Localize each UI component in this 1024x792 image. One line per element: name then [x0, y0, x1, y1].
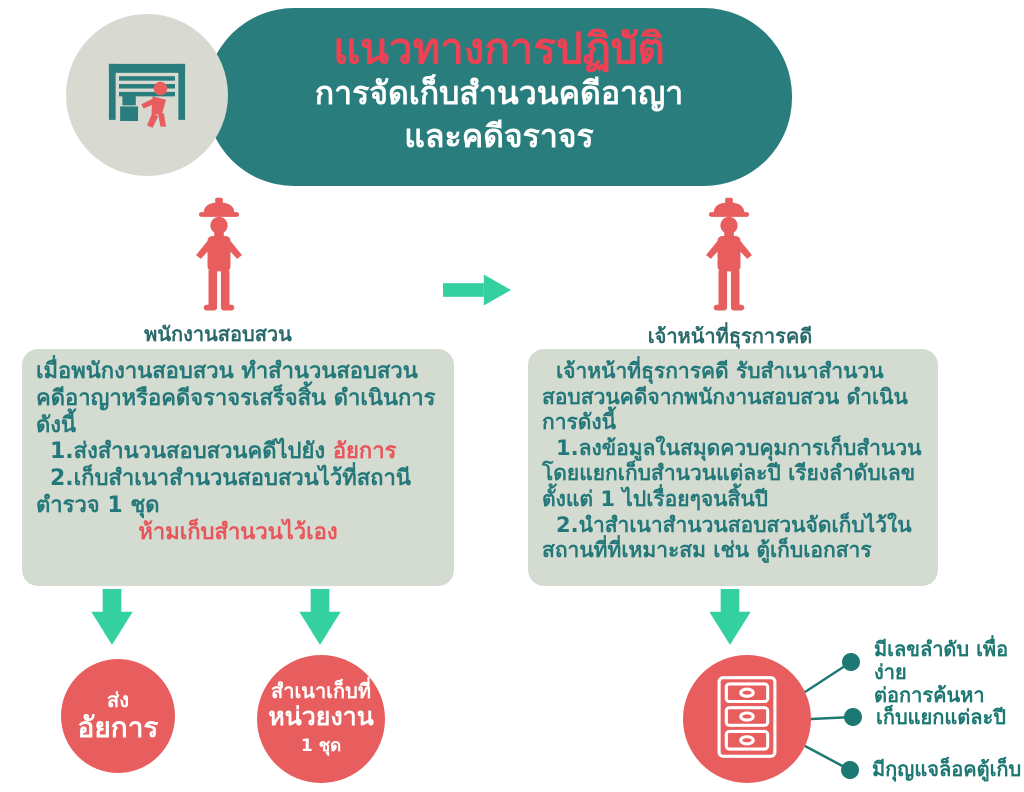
arrow-down-icon — [297, 589, 343, 651]
clerk-figure — [686, 196, 772, 322]
page-subtitle-line1: การจัดเก็บสำนวนคดีอาญา — [314, 74, 684, 113]
right-box-item2: 2.นำสำเนาสำนวนสอบสวนจัดเก็บไว้ในสถานที่ท… — [542, 512, 912, 563]
benefit-label-3: มีกุญแจล็อคตู้เก็บ — [872, 758, 1021, 781]
page-title: แนวทางการปฏิบัติ — [333, 24, 665, 73]
outcome-circle-cabinet — [683, 655, 811, 783]
police-officer-icon — [176, 197, 262, 322]
benefit-label-1: มีเลขลำดับ เพื่อง่าย ต่อการค้นหา — [874, 638, 1024, 707]
outcome-circle-copy: สำเนาเก็บที่ หน่วยงาน 1 ชุด — [257, 655, 385, 783]
clerk-instructions-box: เจ้าหน้าที่ธุรการคดี รับสำเนาสำนวนสอบสวน… — [528, 349, 938, 586]
outcome-circle-prosecutor: ส่ง อัยการ — [61, 659, 175, 773]
left-box-item1-highlight: อัยการ — [332, 439, 397, 465]
left-box-item1-text: 1.ส่งสำนวนสอบสวนคดีไปยัง — [50, 439, 333, 465]
benefit-2-line1: เก็บแยกแต่ละปี — [876, 705, 1006, 729]
circle1-line1: ส่ง — [107, 687, 129, 712]
header-banner: แนวทางการปฏิบัติ การจัดเก็บสำนวนคดีอาญา … — [206, 8, 792, 186]
arrow-down-icon — [89, 589, 135, 651]
right-box-item1: 1.ลงข้อมูลในสมุดควบคุมการเก็บสำนวน โดยแย… — [542, 435, 922, 512]
arrow-right-icon — [443, 270, 511, 314]
benefit-1-line1: มีเลขลำดับ เพื่อง่าย — [874, 637, 1009, 684]
left-box-item1: 1.ส่งสำนวนสอบสวนคดีไปยัง อัยการ — [36, 439, 440, 466]
right-box-intro: เจ้าหน้าที่ธุรการคดี รับสำเนาสำนวนสอบสวน… — [542, 359, 908, 435]
police-officer-icon — [686, 197, 772, 322]
circle2-line2: หน่วยงาน — [268, 702, 374, 732]
header-icon-circle — [66, 14, 228, 176]
benefit-3-line1: มีกุญแจล็อคตู้เก็บ — [872, 757, 1022, 781]
circle2-line3: 1 ชุด — [300, 735, 342, 756]
left-box-intro: เมื่อพนักงานสอบสวน ทำสำนวนสอบสวนคดีอาญาห… — [36, 359, 436, 438]
circle2-line1: สำเนาเก็บที่ — [271, 679, 371, 704]
left-box-item2: 2.เก็บสำเนาสำนวนสอบสวนไว้ที่สถานีตำรวจ 1… — [36, 466, 411, 519]
filing-cabinet-icon — [716, 675, 778, 763]
benefit-label-2: เก็บแยกแต่ละปี — [876, 706, 1006, 729]
investigator-label: พนักงานสอบสวน — [144, 322, 292, 346]
arrow-down-icon — [707, 589, 753, 651]
dot-icon — [842, 653, 860, 671]
dot-icon — [841, 761, 859, 779]
benefit-connectors — [735, 635, 875, 792]
page-subtitle-line2: และคดีจราจร — [404, 117, 594, 156]
warehouse-storage-icon — [91, 37, 203, 153]
dot-icon — [844, 708, 862, 726]
investigator-figure — [176, 196, 262, 322]
circle1-line2: อัยการ — [77, 710, 159, 744]
left-box-warning: ห้ามเก็บสำนวนไว้เอง — [138, 519, 338, 545]
investigator-instructions-box: เมื่อพนักงานสอบสวน ทำสำนวนสอบสวนคดีอาญาห… — [22, 349, 454, 586]
clerk-label: เจ้าหน้าที่ธุรการคดี — [647, 324, 813, 348]
benefit-1-line2: ต่อการค้นหา — [874, 683, 985, 707]
